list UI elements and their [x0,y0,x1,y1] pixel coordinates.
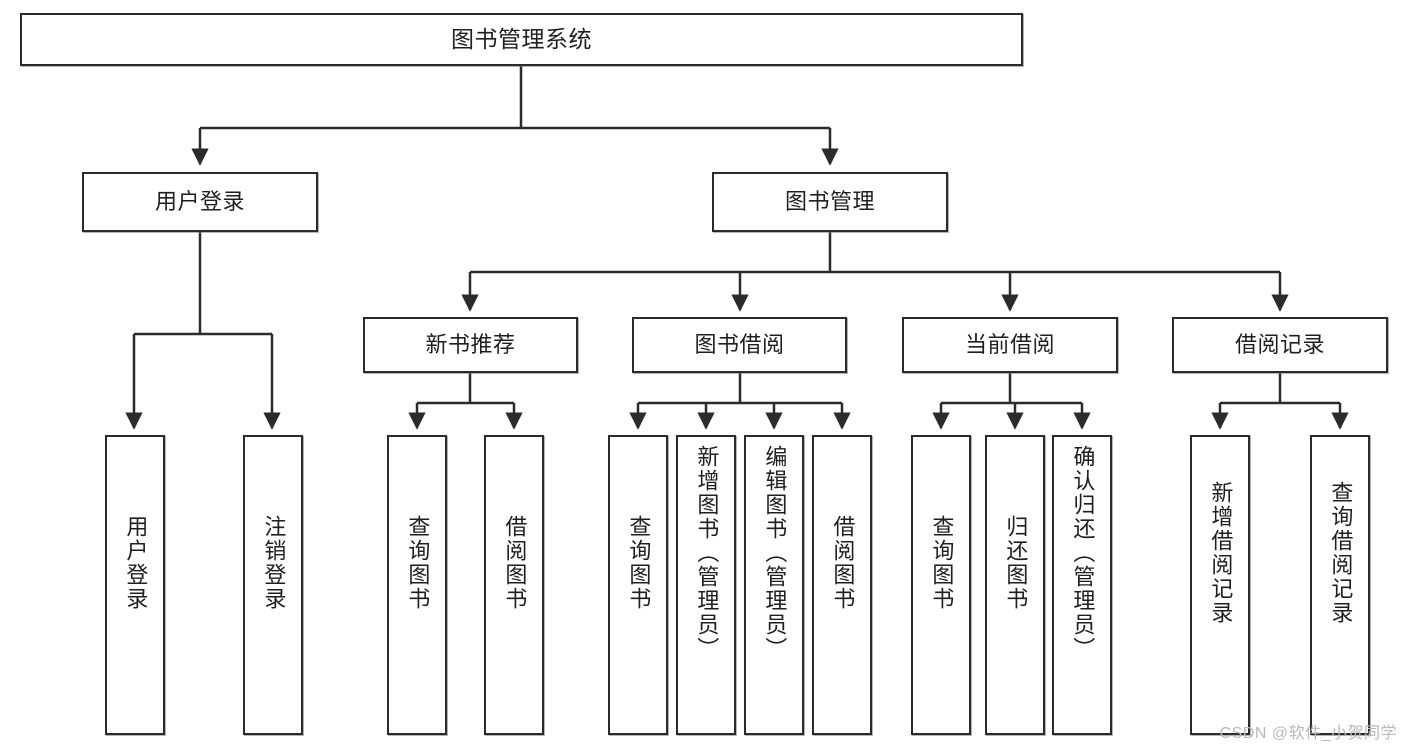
leaf-query-borrow-record[interactable]: 查询借阅记录 [1310,435,1370,735]
node-label: 图书借阅 [694,331,785,357]
leaf-return-books[interactable]: 归还图书 [985,435,1045,735]
node-label: 当前借阅 [964,331,1055,357]
node-label: 归还图书 [1003,515,1029,611]
leaf-borrow-books-new[interactable]: 借阅图书 [484,435,544,735]
node-label: 图书管理 [784,188,875,214]
node-label: 查询图书 [929,515,955,611]
node-current-borrow[interactable]: 当前借阅 [902,317,1118,373]
leaf-query-books[interactable]: 查询图书 [608,435,668,735]
node-borrow-records[interactable]: 借阅记录 [1172,317,1388,373]
node-label: 借阅图书 [830,515,856,611]
leaf-query-books-new[interactable]: 查询图书 [387,435,447,735]
node-label: 编辑图书（管理员） [762,445,788,661]
node-label: 查询图书 [626,515,652,611]
leaf-user-login[interactable]: 用户登录 [105,435,165,735]
leaf-confirm-return-admin[interactable]: 确认归还（管理员） [1052,435,1112,735]
node-label: 借阅图书 [502,515,528,611]
node-label: 新书推荐 [425,331,516,357]
leaf-query-books-current[interactable]: 查询图书 [911,435,971,735]
node-label: 用户登录 [154,188,245,214]
node-user-login[interactable]: 用户登录 [82,172,318,232]
node-book-management[interactable]: 图书管理 [712,172,948,232]
node-new-book-recommend[interactable]: 新书推荐 [363,317,578,373]
csdn-watermark: CSDN @软件_小贺同学 [1219,725,1397,742]
node-label: 借阅记录 [1234,331,1325,357]
leaf-borrow-books[interactable]: 借阅图书 [812,435,872,735]
node-label: 查询借阅记录 [1328,481,1354,625]
node-label: 查询图书 [405,515,431,611]
leaf-logout[interactable]: 注销登录 [243,435,303,735]
node-label: 新增图书（管理员） [694,445,720,661]
node-root-system[interactable]: 图书管理系统 [20,13,1023,66]
leaf-add-borrow-record[interactable]: 新增借阅记录 [1190,435,1250,735]
leaf-edit-book-admin[interactable]: 编辑图书（管理员） [744,435,804,735]
node-label: 用户登录 [123,515,149,611]
node-label: 确认归还（管理员） [1070,445,1096,661]
node-label: 新增借阅记录 [1208,481,1234,625]
node-label: 注销登录 [261,515,287,611]
node-book-borrow[interactable]: 图书借阅 [632,317,847,373]
leaf-add-book-admin[interactable]: 新增图书（管理员） [676,435,736,735]
node-label: 图书管理系统 [451,25,592,52]
